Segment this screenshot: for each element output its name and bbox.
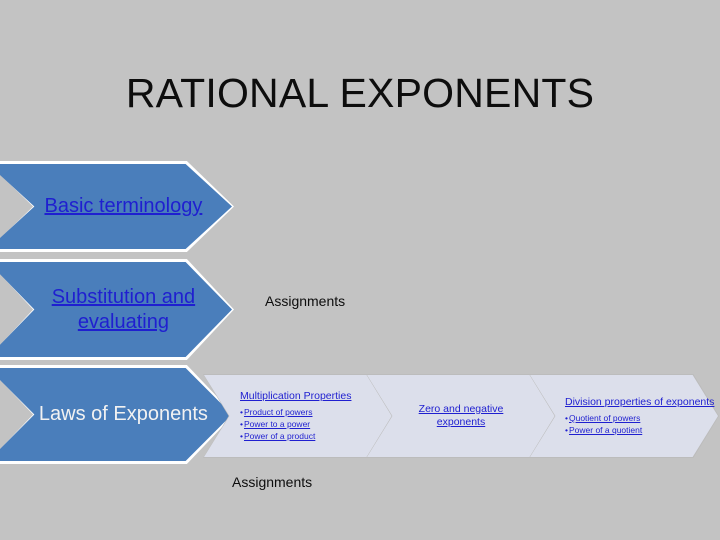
bullet-dot-icon: • xyxy=(565,412,568,423)
chevron-basic-terminology-label[interactable]: Basic terminology xyxy=(44,195,203,217)
assignments-label-lower: Assignments xyxy=(232,474,313,490)
division-properties-heading[interactable]: Division properties of exponents xyxy=(565,396,715,409)
zero-and-negative-exponents-label[interactable]: Zero and negative exponents xyxy=(418,403,504,428)
bullet-dot-icon: • xyxy=(565,424,568,435)
list-item[interactable]: •Quotient of powers xyxy=(565,412,715,424)
assignments-label-upper: Assignments xyxy=(265,293,346,309)
chevron-multiplication-properties[interactable] xyxy=(204,375,392,457)
division-properties-content: Division properties of exponents •Quotie… xyxy=(565,375,715,457)
bullet-dot-icon: • xyxy=(240,418,243,429)
chevron-substitution-and-evaluating[interactable]: Substitution and evaluating xyxy=(0,262,232,357)
list-item[interactable]: •Power to a power xyxy=(240,418,390,430)
bullet-dot-icon: • xyxy=(240,430,243,441)
chevron-basic-terminology[interactable]: Basic terminology xyxy=(0,164,232,249)
chevron-laws-of-exponents[interactable]: Laws of Exponents xyxy=(0,368,232,461)
multiplication-properties-content: Multiplication Properties •Product of po… xyxy=(240,375,390,457)
chevron-division-properties-of-exponents[interactable] xyxy=(530,375,718,457)
bullet-label[interactable]: Power of a product xyxy=(243,430,316,441)
multiplication-properties-heading[interactable]: Multiplication Properties xyxy=(240,390,352,403)
bullet-dot-icon: • xyxy=(240,406,243,417)
chevron-substitution-and-evaluating-label[interactable]: Substitution and evaluating xyxy=(51,285,196,333)
list-item[interactable]: •Product of powers xyxy=(240,406,390,418)
bullet-label[interactable]: Quotient of powers xyxy=(568,412,641,423)
list-item[interactable]: •Power of a quotient xyxy=(565,424,715,436)
chevron-laws-of-exponents-label[interactable]: Laws of Exponents xyxy=(38,403,208,425)
bullet-label[interactable]: Power to a power xyxy=(243,418,311,429)
zero-negative-exponents-content: Zero and negative exponents xyxy=(395,375,527,457)
list-item[interactable]: •Power of a product xyxy=(240,430,390,442)
bullet-label[interactable]: Power of a quotient xyxy=(568,424,643,435)
page-title: RATIONAL EXPONENTS xyxy=(125,70,595,116)
chevron-zero-and-negative-exponents[interactable] xyxy=(367,375,555,457)
bullet-label[interactable]: Product of powers xyxy=(243,406,313,417)
